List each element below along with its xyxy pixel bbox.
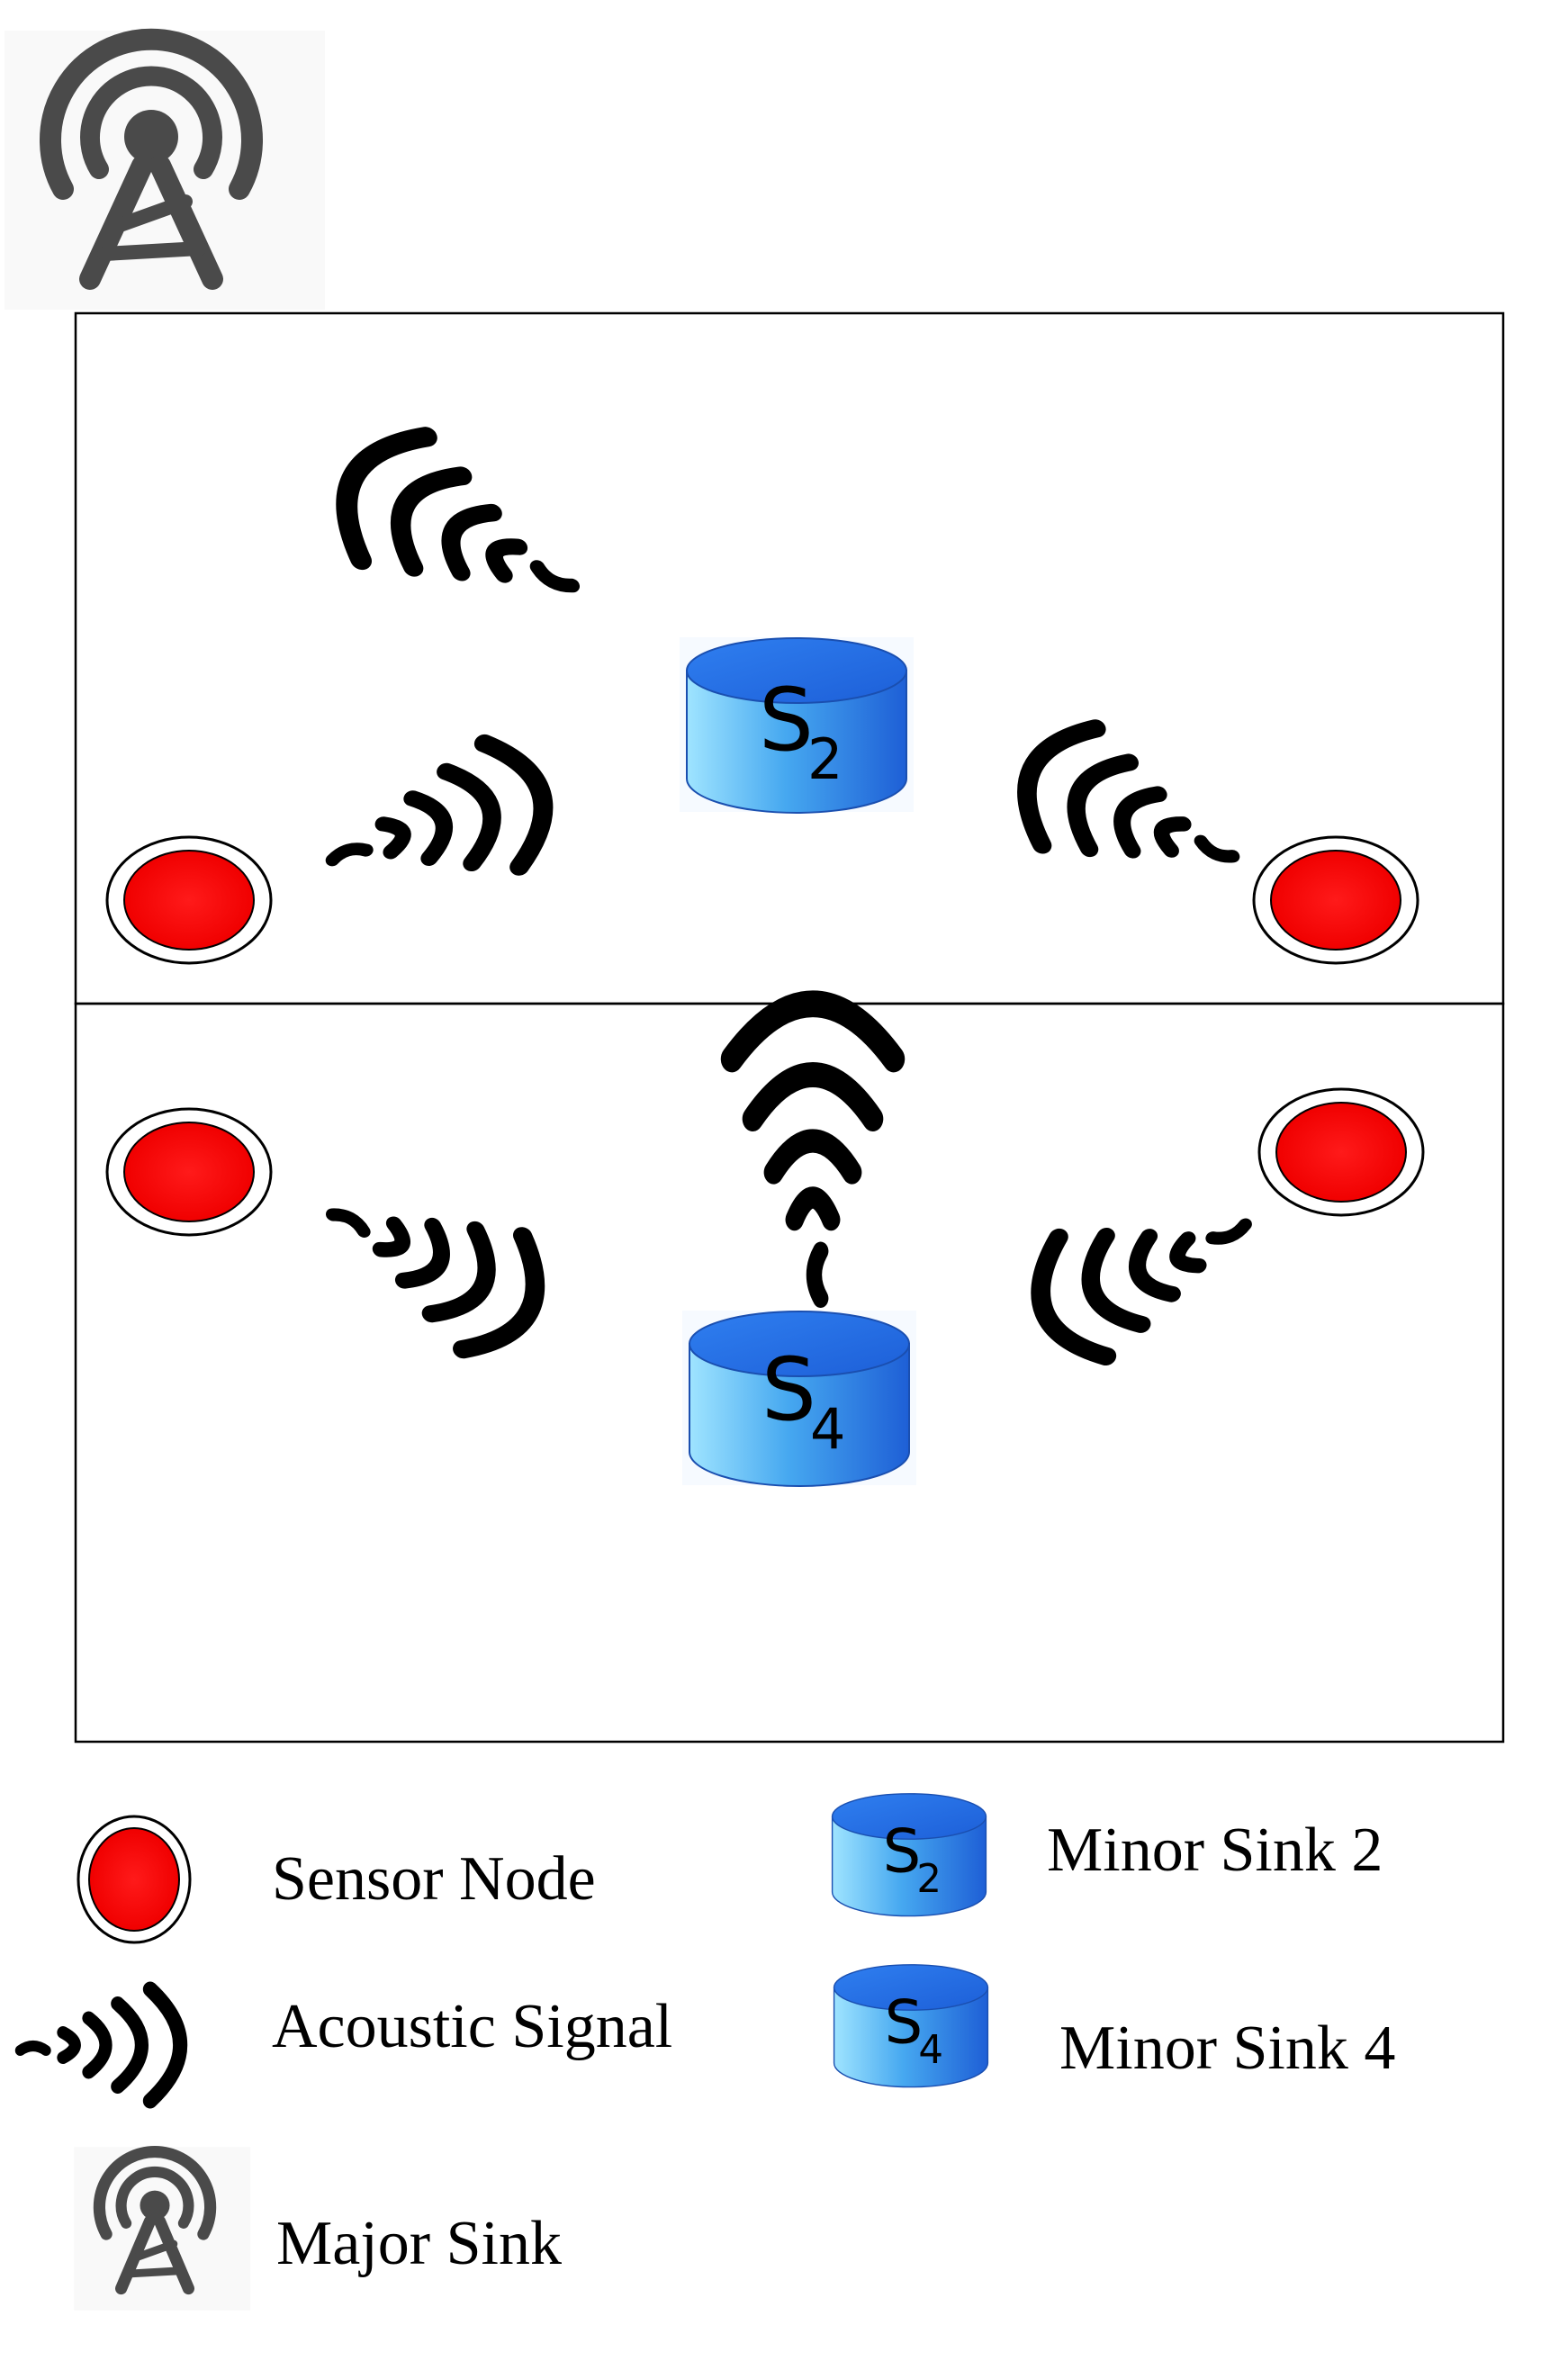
- legend-minor-sink-4-icon: S 4: [833, 1964, 989, 2088]
- legend-major-sink-icon: [74, 2145, 251, 2311]
- legend-minor-sink-2-subscript: 2: [916, 1857, 942, 1902]
- legend-minor-sink-4-letter: S: [885, 1987, 924, 2058]
- minor-sink-4-subscript: 4: [810, 1396, 845, 1462]
- acoustic-signal-lower-left-icon: [305, 1152, 559, 1368]
- minor-sink-2-letter: S: [759, 670, 814, 770]
- acoustic-signal-upper-left-icon: [313, 732, 559, 915]
- acoustic-signal-upper-right-icon: [1005, 711, 1257, 920]
- sensor-node-lower-right-icon: [1257, 1087, 1425, 1217]
- legend-major-sink-label: Major Sink: [276, 2209, 562, 2278]
- legend-acoustic-signal-label: Acoustic Signal: [272, 1992, 672, 2061]
- sensor-node-upper-left-icon: [105, 835, 273, 965]
- legend-minor-sink-4-label: Minor Sink 4: [1059, 2014, 1395, 2083]
- legend-acoustic-signal-icon: [20, 1989, 180, 2101]
- acoustic-signal-center-up-icon: [732, 1004, 894, 1298]
- minor-sink-4-icon: S 4: [682, 1311, 916, 1487]
- sensor-node-lower-left-icon: [105, 1107, 273, 1237]
- major-sink-tower-icon: [5, 28, 325, 310]
- legend-sensor-node-icon: [77, 1815, 192, 1944]
- legend-sensor-node-label: Sensor Node: [272, 1844, 596, 1914]
- legend-minor-sink-4-subscript: 4: [918, 2028, 943, 2073]
- legend-minor-sink-2-label: Minor Sink 2: [1047, 1816, 1383, 1885]
- sensor-node-upper-right-icon: [1252, 835, 1419, 965]
- acoustic-signal-top-left-icon: [320, 415, 601, 653]
- legend-minor-sink-2-icon: S 2: [831, 1793, 987, 1917]
- acoustic-signal-lower-right-icon: [1021, 1171, 1272, 1372]
- minor-sink-2-subscript: 2: [807, 726, 843, 792]
- minor-sink-2-icon: S 2: [680, 637, 914, 814]
- legend-minor-sink-2-letter: S: [883, 1816, 922, 1887]
- minor-sink-4-letter: S: [761, 1339, 816, 1440]
